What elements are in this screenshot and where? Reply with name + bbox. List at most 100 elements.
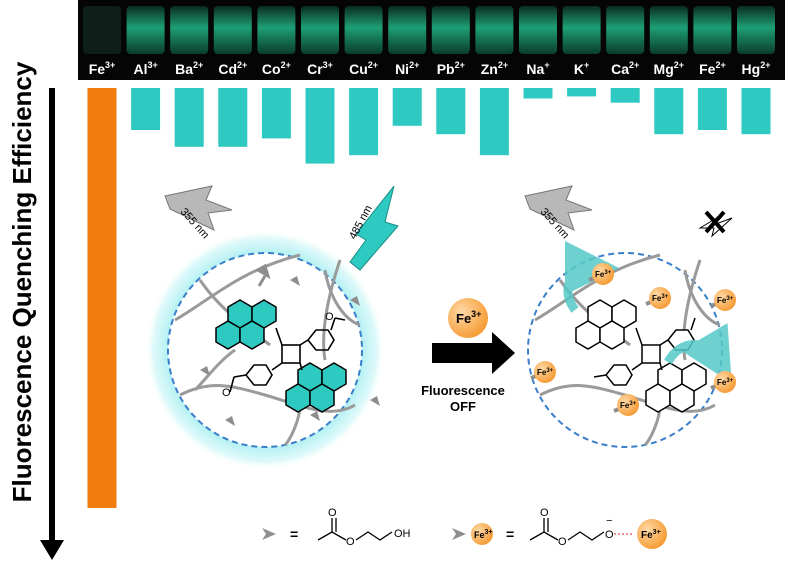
legend-hydroxyl: OH: [394, 528, 411, 540]
ion-charge: +: [544, 60, 549, 70]
energy-transfer-arrows: [563, 241, 732, 384]
ion-symbol: Fe: [89, 61, 106, 77]
arrow-caption-line2: OFF: [450, 399, 476, 414]
quench-bar-6: [349, 88, 379, 156]
quench-bar-0: [87, 88, 117, 508]
ion-charge: 2+: [498, 60, 508, 70]
legend-structure-2: [529, 518, 634, 541]
vial-4: [257, 6, 296, 54]
vial-2: [170, 6, 209, 54]
svg-text:Fe3+: Fe3+: [620, 401, 637, 410]
fe3-addition: Fe3+ Fluorescence OFF: [421, 298, 515, 414]
legend-fe-ball-large: [637, 519, 667, 549]
ion-symbol: Fe: [699, 61, 716, 77]
legend-bound-symbol: [452, 523, 493, 545]
quench-bar-12: [610, 88, 640, 103]
ion-charge: 2+: [368, 60, 378, 70]
ion-charge: 2+: [715, 60, 725, 70]
ion-charge: 2+: [455, 60, 465, 70]
svg-text:Fe3+: Fe3+: [652, 294, 669, 303]
quench-bar-7: [392, 88, 422, 126]
legend-carbonyl-o-2: O: [540, 507, 549, 519]
ion-charge: 2+: [674, 60, 684, 70]
ion-charge: +: [584, 60, 589, 70]
vial-10: [519, 6, 557, 54]
ion-charge: 2+: [760, 60, 770, 70]
legend-carbonyl-o-1: O: [328, 507, 337, 519]
ion-label-5: Cr3+: [307, 60, 333, 77]
reaction-arrow: [432, 332, 515, 374]
fe3-ion-symbol: Fe3+: [456, 309, 481, 326]
ion-symbol: K: [574, 61, 584, 77]
legend-ester-o-1: O: [346, 536, 355, 548]
legend-equals-1: =: [290, 526, 298, 542]
svg-text:Fe3+: Fe3+: [717, 378, 734, 387]
ion-label-7: Ni2+: [395, 60, 419, 77]
legend-fe-label-large: Fe3+: [641, 529, 661, 541]
ion-label-14: Fe2+: [699, 60, 726, 77]
ion-symbol: Ba: [175, 61, 193, 77]
ion-label-8: Pb2+: [437, 60, 465, 77]
quench-bar-4: [261, 88, 291, 139]
quench-bar-14: [697, 88, 727, 130]
quench-bar-2: [174, 88, 204, 147]
ion-label-10: Na+: [526, 60, 549, 77]
quench-bar-8: [436, 88, 466, 135]
carbonyl-oxygen-b: O: [222, 387, 231, 399]
quench-bar-10: [523, 88, 553, 99]
quench-bar-9: [479, 88, 509, 156]
ion-label-11: K+: [574, 60, 589, 77]
ion-label-9: Zn2+: [481, 60, 508, 77]
quenched-network-panel: 355 nm Fe3+ Fe3+ Fe3+ Fe3+ Fe3+ Fe3+: [524, 185, 736, 448]
vial-6: [344, 6, 383, 54]
ion-charge: 3+: [147, 60, 157, 70]
ion-charge: 3+: [323, 60, 333, 70]
ion-symbol: Al: [133, 61, 147, 77]
ion-label-3: Cd2+: [218, 60, 247, 77]
legend-equals-2: =: [506, 526, 514, 542]
ion-symbol: Cu: [349, 61, 368, 77]
legend-pendant-symbol: [262, 528, 276, 540]
emission-blocked-icon: [698, 210, 733, 238]
vial-7: [388, 6, 427, 54]
ion-charge: 2+: [281, 60, 291, 70]
ion-label-13: Mg2+: [654, 60, 684, 77]
vial-5: [301, 6, 339, 54]
vial-0: [83, 6, 121, 54]
ion-symbol: Ni: [395, 61, 409, 77]
fe3-ball-0: Fe3+: [588, 263, 614, 285]
vial-13: [649, 6, 688, 54]
ion-symbol: Ca: [611, 61, 629, 77]
quench-bar-15: [741, 88, 771, 135]
legend-fe-label: Fe3+: [474, 529, 493, 540]
bound-fe3-ions: Fe3+ Fe3+ Fe3+ Fe3+ Fe3+ Fe3+: [530, 263, 736, 416]
ion-label-2: Ba2+: [175, 60, 203, 77]
vial-8: [431, 6, 470, 54]
ion-label-15: Hg2+: [742, 60, 771, 77]
quench-bar-3: [218, 88, 248, 147]
svg-text:Fe3+: Fe3+: [595, 270, 612, 279]
ion-symbol: Cd: [218, 61, 237, 77]
quenching-bars: [87, 88, 771, 508]
fe3-ball-2: Fe3+: [710, 289, 736, 311]
tpcb-molecule-quenched: [575, 299, 707, 413]
quench-bar-5: [305, 88, 335, 164]
vial-14: [693, 6, 732, 54]
legend-minus-sign: −: [606, 515, 612, 527]
vial-3: [213, 6, 252, 54]
quench-bar-13: [654, 88, 684, 135]
legend: = O O OH Fe3+ = O O O − Fe3+: [262, 507, 667, 549]
y-axis-label: Fluorescence Quenching Efficiency: [7, 61, 37, 503]
tpcb-molecule-fluorescent: O O: [215, 299, 347, 413]
excitation-bolt-right: 355 nm: [524, 185, 593, 241]
quench-bar-1: [131, 88, 161, 130]
excitation-bolt-left: 355 nm: [164, 185, 233, 241]
fe3-ball-4: Fe3+: [710, 371, 736, 393]
ion-symbol: Pb: [437, 61, 455, 77]
ion-symbol: Hg: [742, 61, 761, 77]
hydroxyethyl-pendants: [200, 263, 380, 426]
ion-label-4: Co2+: [262, 60, 291, 77]
ion-label-1: Al3+: [133, 60, 157, 77]
fe3-ball-3: Fe3+: [530, 361, 556, 383]
vial-12: [606, 6, 645, 54]
